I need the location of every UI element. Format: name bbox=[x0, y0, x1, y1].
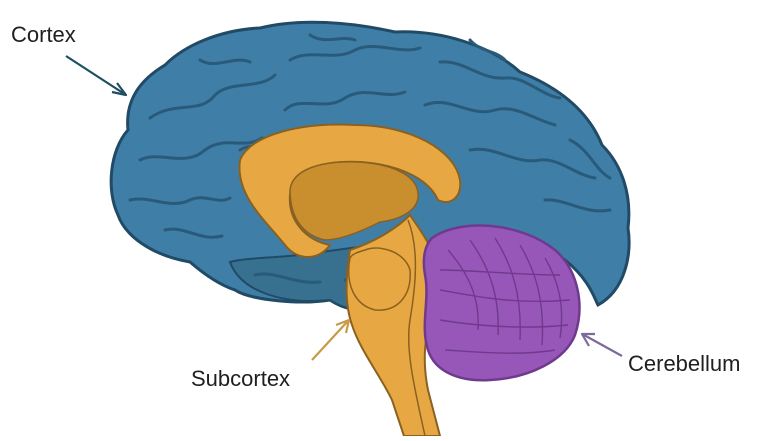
cerebellum-region bbox=[422, 224, 581, 382]
cerebellum-label: Cerebellum bbox=[628, 351, 741, 376]
subcortex-arrow bbox=[311, 318, 351, 361]
cerebellum-shape bbox=[422, 224, 581, 382]
cerebellum-arrow bbox=[580, 332, 623, 357]
pons-shape bbox=[348, 247, 411, 311]
cortex-arrow bbox=[65, 55, 128, 97]
cerebellum-folia bbox=[439, 237, 571, 354]
thalamus-shape bbox=[289, 161, 419, 241]
subcortex-label: Subcortex bbox=[191, 366, 291, 391]
subcortex-region bbox=[238, 123, 462, 437]
brainstem-ridge bbox=[407, 219, 426, 437]
cortex-label: Cortex bbox=[11, 22, 76, 47]
